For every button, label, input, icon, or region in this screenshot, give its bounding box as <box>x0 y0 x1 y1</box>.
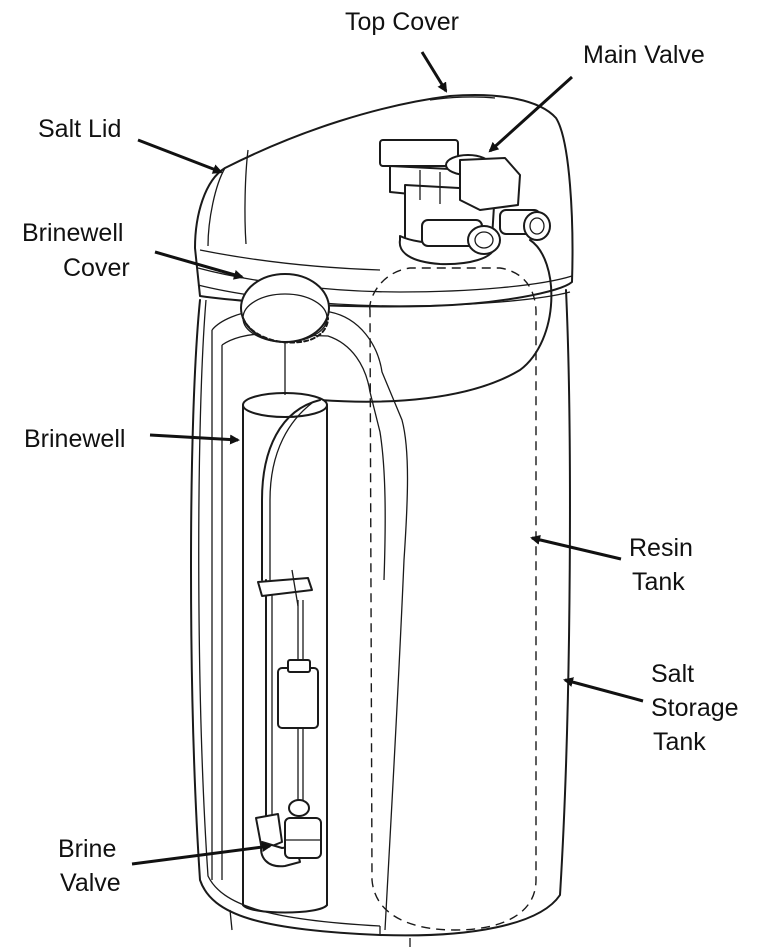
label-resin-tank-line1: Resin <box>629 534 693 562</box>
label-brine-valve-line2: Valve <box>60 869 121 897</box>
arrow-brine-valve <box>131 842 272 866</box>
brinewell-shape <box>242 342 328 914</box>
label-main-valve: Main Valve <box>583 41 705 69</box>
arrow-salt-storage <box>563 677 644 703</box>
float-shape <box>277 659 319 729</box>
label-resin-tank-line2: Tank <box>632 568 685 596</box>
arrow-main-valve <box>488 75 574 153</box>
label-brine-valve-line1: Brine <box>58 835 117 863</box>
arrow-brinewell <box>149 433 240 445</box>
arrow-salt-lid <box>137 138 223 174</box>
label-salt-storage-line1: Salt <box>651 660 695 688</box>
arrow-top-cover <box>420 51 448 93</box>
brine-line-shape <box>257 399 321 831</box>
resin-tank-shape <box>369 267 537 931</box>
arrow-brinewell-cover <box>154 250 244 280</box>
arrow-resin-tank <box>530 534 622 561</box>
brinewell-cover-shape <box>240 273 330 344</box>
label-salt-lid: Salt Lid <box>38 115 122 143</box>
callout-arrows <box>131 51 644 866</box>
label-brinewell: Brinewell <box>24 425 126 453</box>
main-valve-shape <box>319 139 553 403</box>
label-salt-storage-line2: Storage <box>651 694 739 722</box>
label-brinewell-cover-line1: Brinewell <box>22 219 124 247</box>
label-top-cover: Top Cover <box>345 8 459 36</box>
label-salt-storage-line3: Tank <box>653 728 706 756</box>
label-brinewell-cover-line2: Cover <box>63 254 130 282</box>
